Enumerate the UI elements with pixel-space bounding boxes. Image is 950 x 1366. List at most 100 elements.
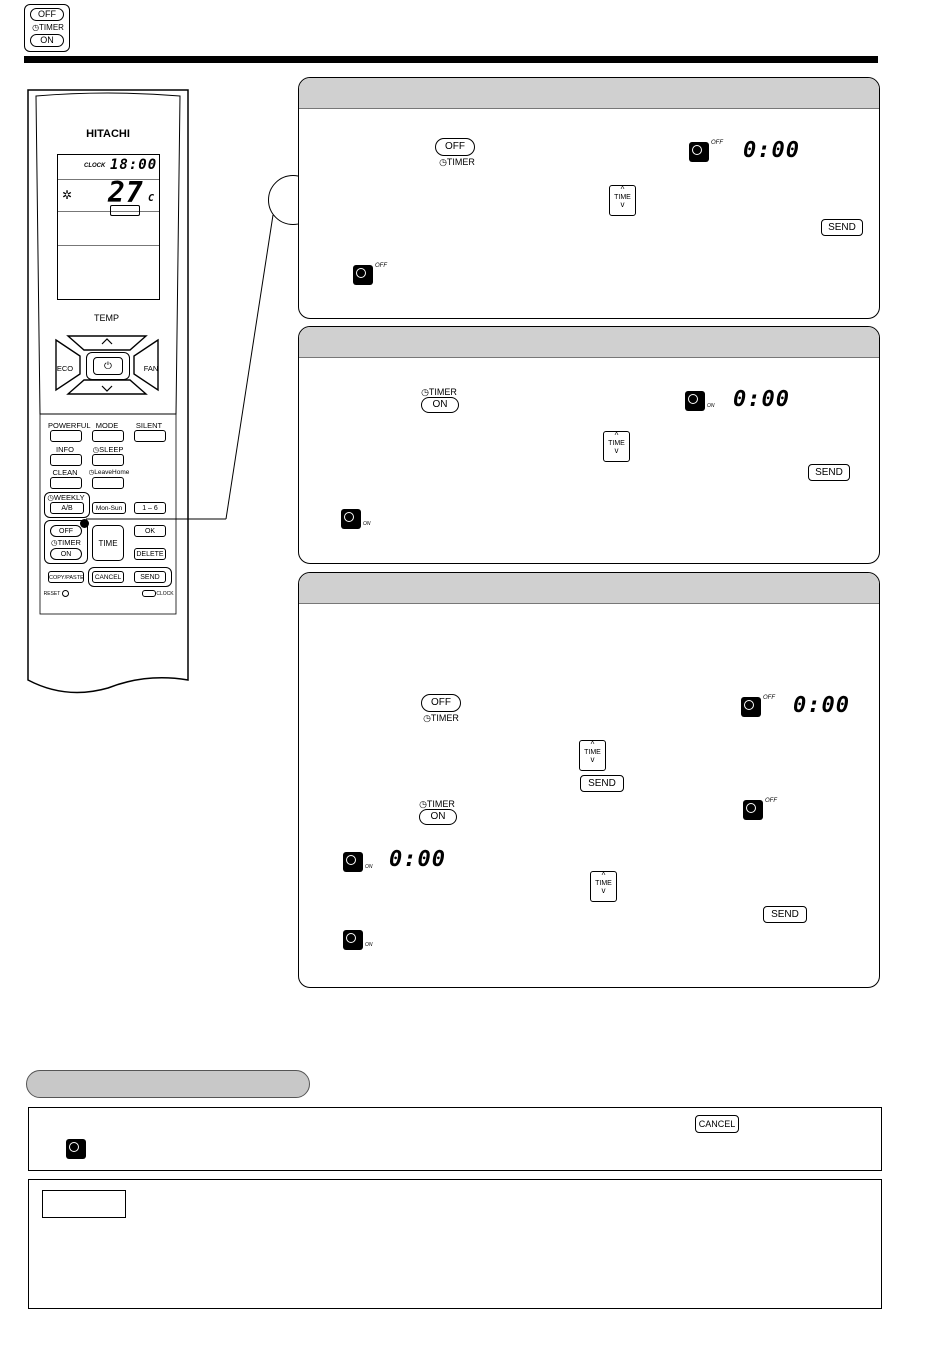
remote-off-button[interactable]: OFF bbox=[50, 525, 82, 537]
clock-icon bbox=[689, 142, 709, 162]
remote-cancel-button[interactable]: CANCEL bbox=[92, 571, 124, 583]
note-box bbox=[28, 1179, 882, 1309]
clock-button[interactable] bbox=[142, 590, 156, 597]
weekly-button[interactable]: A/B bbox=[50, 502, 84, 514]
lcd-temp-unit: C bbox=[148, 193, 156, 204]
on-button[interactable]: ON bbox=[421, 397, 459, 413]
delete-button[interactable]: DELETE bbox=[134, 548, 166, 560]
reset-button[interactable] bbox=[62, 590, 69, 597]
remote-send-button[interactable]: SEND bbox=[134, 571, 166, 583]
timer-label: ◷TIMER bbox=[32, 23, 64, 32]
send-button[interactable]: SEND bbox=[821, 219, 863, 236]
mode-button[interactable] bbox=[92, 430, 124, 442]
info-button[interactable] bbox=[50, 454, 82, 466]
eco-label: ECO bbox=[56, 364, 74, 373]
send-group bbox=[88, 567, 172, 587]
timer-label: ◷TIMER bbox=[421, 387, 457, 397]
display-time: 0:00 bbox=[733, 387, 790, 412]
powerful-label: POWERFUL bbox=[48, 421, 91, 430]
on-tag: ON bbox=[365, 942, 373, 948]
sleep-button[interactable] bbox=[92, 454, 124, 466]
display-time: 0:00 bbox=[743, 138, 800, 163]
timer-label: ◷TIMER bbox=[419, 799, 455, 809]
clock-icon bbox=[66, 1139, 86, 1159]
remote-lcd: CLOCK 18:00 ✲ 27 C bbox=[57, 154, 160, 300]
note-label-box bbox=[42, 1190, 126, 1218]
powerful-button[interactable] bbox=[50, 430, 82, 442]
on-label: ON bbox=[30, 34, 64, 47]
sleep-label: ◷SLEEP bbox=[92, 445, 124, 454]
on-tag: ON bbox=[365, 864, 373, 870]
louver-icon bbox=[110, 205, 140, 216]
weekly-group bbox=[44, 492, 90, 518]
clock-icon bbox=[343, 930, 363, 950]
section-heading-pill bbox=[26, 1070, 310, 1098]
remote-on-button[interactable]: ON bbox=[50, 548, 82, 560]
timer-group bbox=[44, 520, 88, 564]
clock-icon bbox=[341, 509, 361, 529]
send-button[interactable]: SEND bbox=[763, 906, 807, 923]
on-button[interactable]: ON bbox=[419, 809, 457, 825]
time-button-label: TIME bbox=[614, 194, 631, 201]
remote-time-button[interactable]: TIME bbox=[92, 525, 124, 561]
clock-icon bbox=[685, 391, 705, 411]
clock-icon bbox=[353, 265, 373, 285]
remote-timer-label: ◷TIMER bbox=[51, 538, 81, 547]
off-button[interactable]: OFF bbox=[435, 138, 475, 156]
timer-label: ◷TIMER bbox=[423, 713, 459, 723]
clock-button-label: CLOCK bbox=[156, 591, 174, 597]
fan-label: FAN bbox=[143, 364, 159, 373]
cancel-button[interactable]: CANCEL bbox=[695, 1115, 739, 1133]
time-button-label: TIME bbox=[595, 880, 612, 887]
mon-sun-button[interactable]: Mon-Sun bbox=[92, 502, 126, 514]
remote-controller: HITACHI CLOCK 18:00 ✲ 27 C TEMP ⏻ ECO FA… bbox=[26, 88, 190, 700]
clock-icon bbox=[343, 852, 363, 872]
lcd-clock-time: 18:00 bbox=[110, 157, 158, 173]
clock-icon bbox=[743, 800, 763, 820]
power-icon: ⏻ bbox=[93, 357, 123, 375]
leave-home-button[interactable] bbox=[92, 477, 124, 489]
lcd-temperature: 27 bbox=[108, 176, 144, 209]
clock-icon bbox=[741, 697, 761, 717]
display-time: 0:00 bbox=[389, 847, 446, 872]
power-button[interactable]: ⏻ bbox=[86, 352, 130, 380]
info-label: INFO bbox=[56, 445, 74, 454]
display-time: 0:00 bbox=[793, 693, 850, 718]
panel-title-bar bbox=[299, 327, 879, 358]
off-tag: OFF bbox=[375, 263, 387, 269]
cool-mode-icon: ✲ bbox=[62, 188, 73, 202]
leave-home-label: ◷LeaveHome bbox=[88, 469, 130, 476]
ok-button[interactable]: OK bbox=[134, 525, 166, 537]
on-tag: ON bbox=[707, 403, 715, 409]
on-tag: ON bbox=[363, 521, 371, 527]
clean-button[interactable] bbox=[50, 477, 82, 489]
time-button-label: TIME bbox=[608, 440, 625, 447]
off-button[interactable]: OFF bbox=[421, 694, 461, 712]
panel-title-bar bbox=[299, 573, 879, 604]
silent-button[interactable] bbox=[134, 430, 166, 442]
temp-label: TEMP bbox=[94, 313, 120, 323]
send-button[interactable]: SEND bbox=[808, 464, 850, 481]
send-button[interactable]: SEND bbox=[580, 775, 624, 792]
clean-label: CLEAN bbox=[52, 468, 78, 477]
off-tag: OFF bbox=[711, 140, 723, 146]
timer-label: ◷TIMER bbox=[439, 157, 475, 167]
copy-paste-button[interactable]: COPY/PASTE bbox=[48, 571, 84, 583]
header-rule bbox=[24, 56, 878, 63]
mode-label: MODE bbox=[95, 421, 119, 430]
cancel-info-box: CANCEL bbox=[28, 1107, 882, 1171]
off-label: OFF bbox=[30, 8, 64, 21]
weekly-label: ◷WEEKLY bbox=[47, 493, 85, 502]
one-six-button[interactable]: 1 – 6 bbox=[134, 502, 166, 514]
lcd-clock-label: CLOCK bbox=[84, 163, 106, 169]
off-tag: OFF bbox=[765, 798, 777, 804]
temp-dpad[interactable] bbox=[50, 322, 164, 408]
remote-brand: HITACHI bbox=[86, 128, 130, 140]
silent-label: SILENT bbox=[135, 421, 163, 430]
